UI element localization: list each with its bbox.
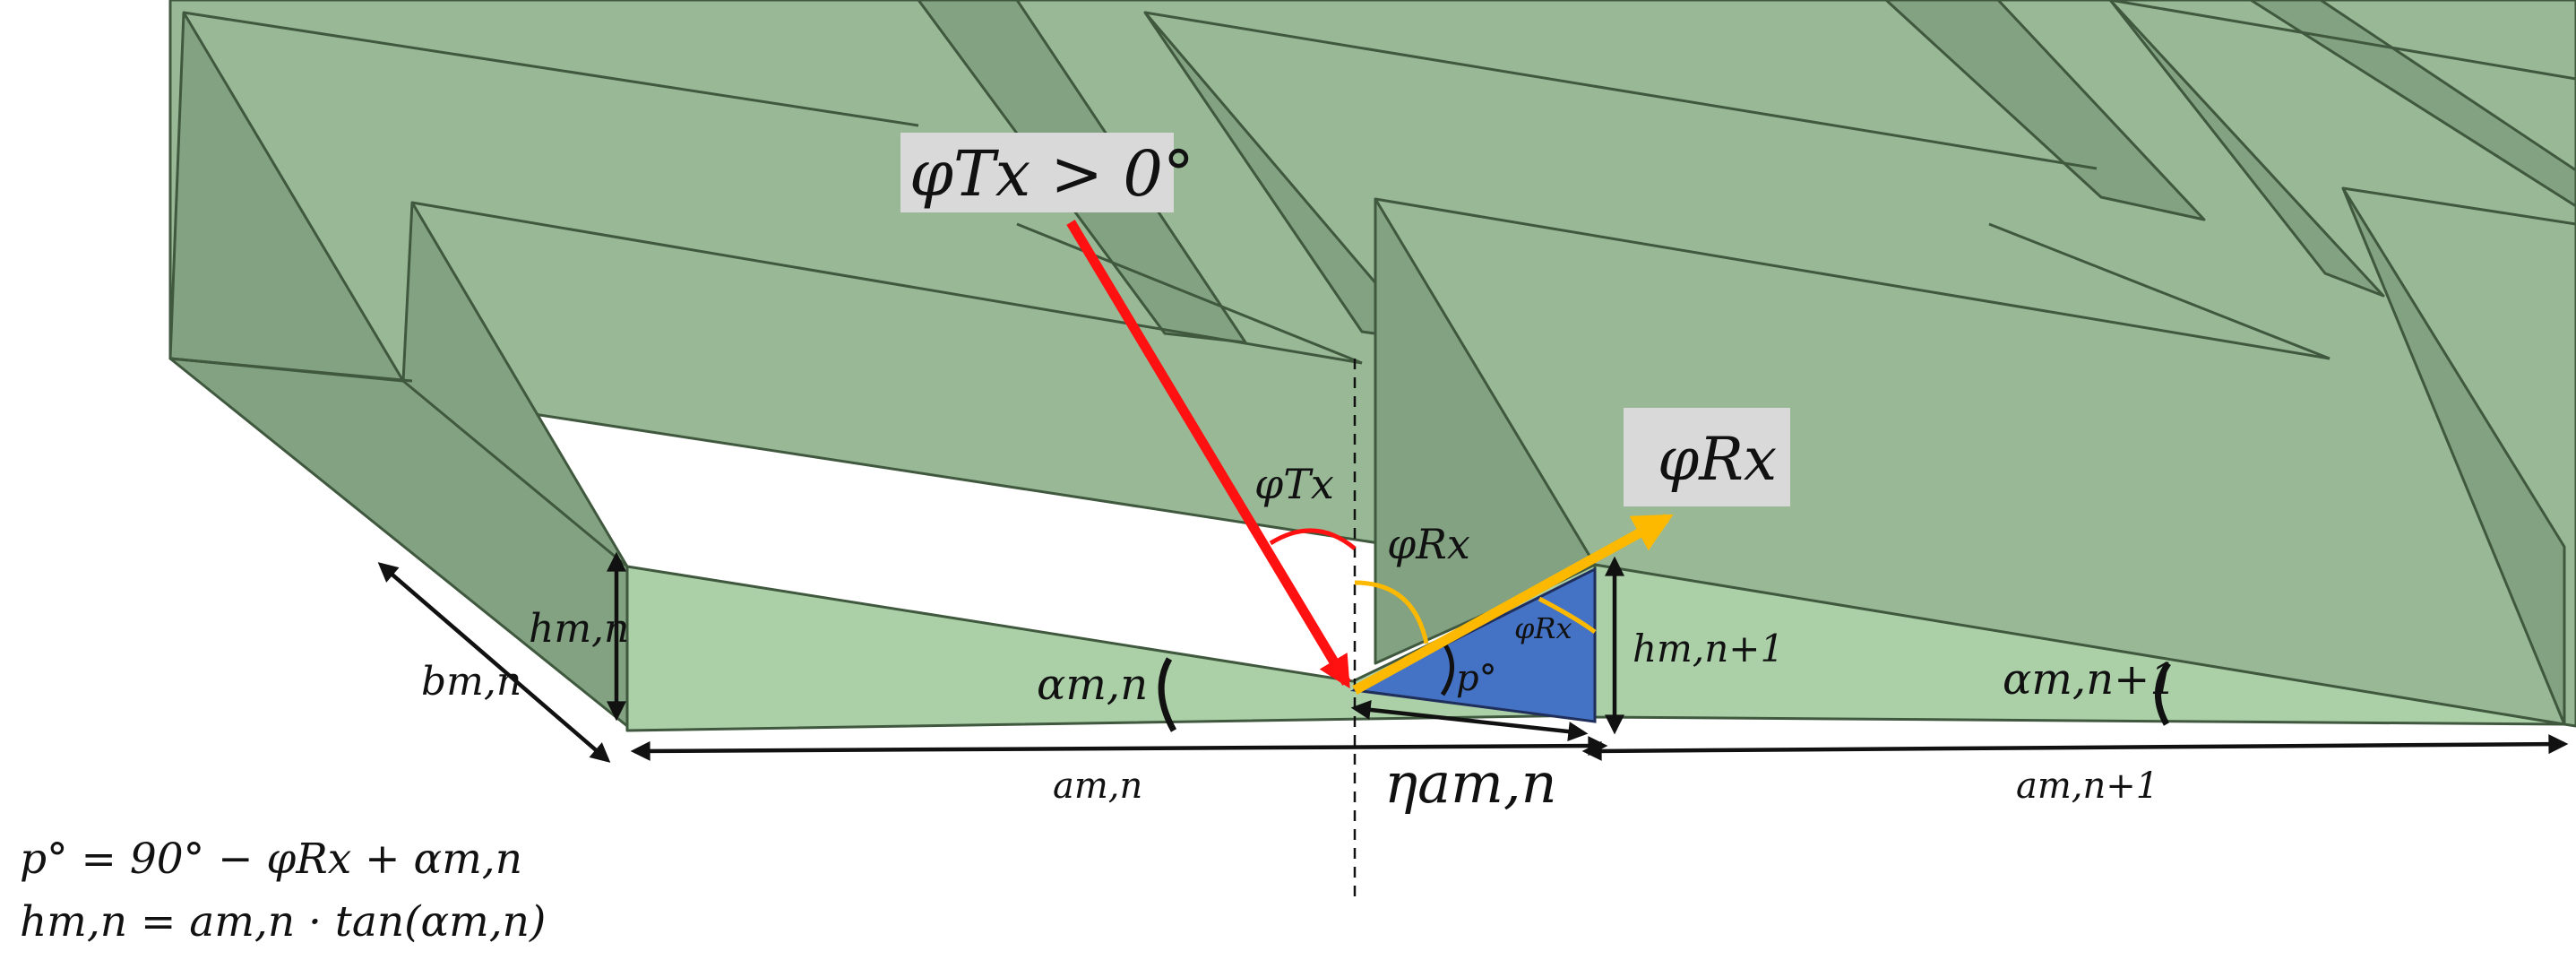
b-mn-label: bm,n [421,659,521,705]
incident-label-box [900,133,1174,212]
back-ridge-slope [2249,0,2576,208]
ridge-edge [183,11,919,127]
reflected-angle-label: φRx [1658,425,1777,494]
valley-edge [1016,222,1363,365]
ridge-edge [2109,0,2576,81]
phi-rx-inner-label: φRx [1514,611,1572,645]
reflected-ray-arrow [1352,514,1674,695]
a-mn-label: am,n [1053,765,1142,807]
phi-tx-label: φTx [1254,460,1334,508]
phi-rx-arc [1354,580,1429,644]
phi-rx-inner-arc [1538,596,1597,635]
p-angle-arc [1440,642,1454,696]
valley-edge [1988,222,2330,360]
alpha-mn1-arc [2155,662,2171,726]
valley-edge [169,357,413,383]
reflected-label-box [1624,408,1790,506]
eta-label: ηam,n [1384,750,1557,816]
surface-top-face [168,0,2576,728]
p-angle-label: p° [1456,658,1497,699]
h-mn1-label: hm,n+1 [1633,627,1784,670]
a-mn-arrow [630,736,1608,761]
phi-tx-arc [1269,528,1357,550]
ridge-edge [1374,197,2330,360]
a-mn1-label: am,n+1 [2016,765,2158,807]
eta-arrow [1350,699,1589,742]
ridge-edge [2342,186,2576,226]
back-ridge-slope [1884,0,2206,221]
incident-ray-arrow [1066,220,1351,689]
back-ridge-slope [2108,0,2385,298]
a-mn1-arrow [1581,734,2569,761]
formula-p-angle: p° = 90° − φRx + αm,n [20,835,522,884]
front-ridge-slope [2341,186,2566,726]
incident-angle-label: φTx > 0° [909,137,1194,211]
alpha-mn-arc [1158,657,1177,732]
ridge-edge [1144,11,2098,170]
ridge-edge [411,201,1363,365]
phi-rx-label: φRx [1387,520,1470,568]
h-mn-label: hm,n [529,606,629,652]
formula-height: hm,n = am,n · tan(αm,n) [20,897,547,947]
alpha-mn1-label: αm,n+1 [2003,654,2177,705]
alpha-mn-label: αm,n [1037,660,1148,710]
b-mn-arrow [377,562,611,763]
